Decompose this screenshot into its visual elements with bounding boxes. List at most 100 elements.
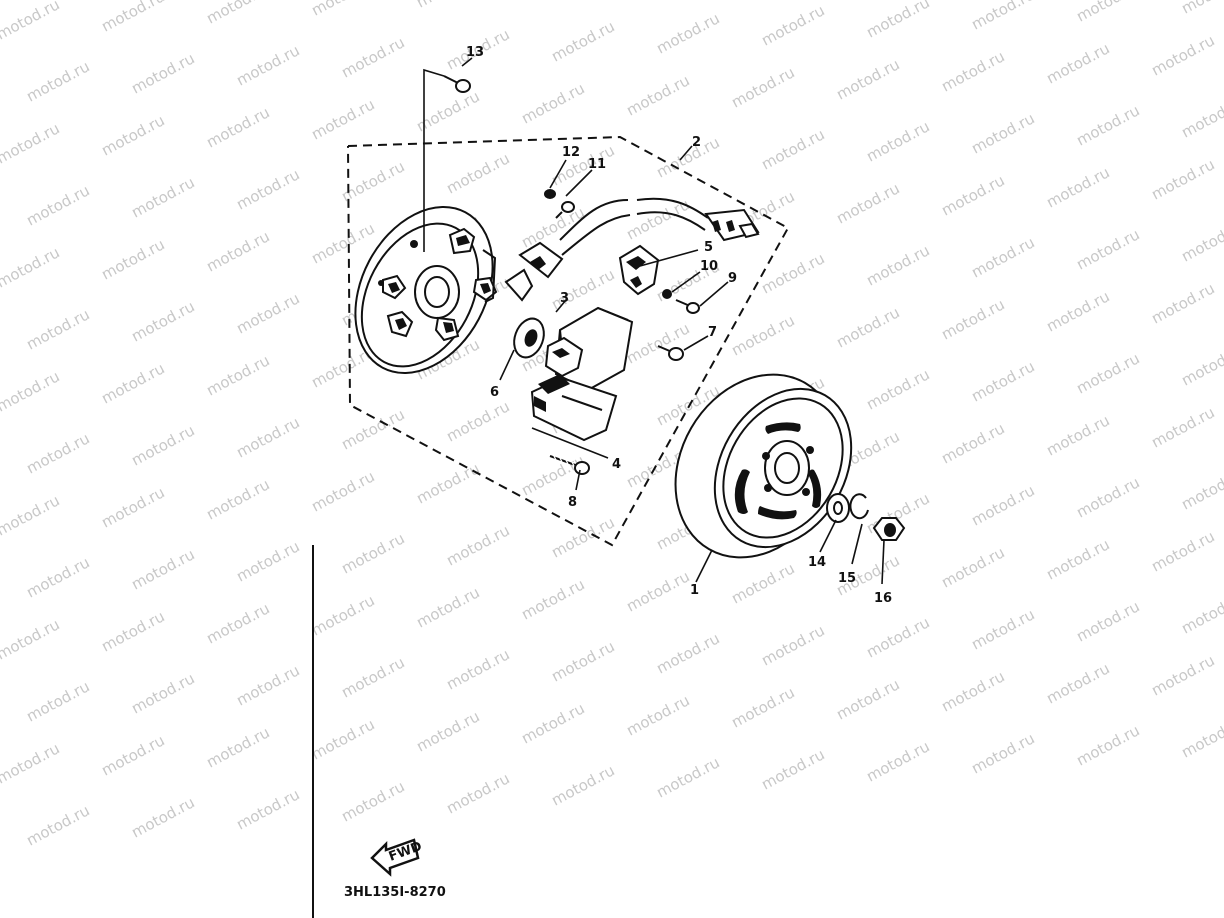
watermark-text: motod.ru xyxy=(233,289,302,337)
watermark-text: motod.ru xyxy=(203,0,272,28)
watermark-text: motod.ru xyxy=(968,605,1037,653)
part-code: 3HL135I-8270 xyxy=(344,885,446,900)
watermark-text: motod.ru xyxy=(98,483,167,531)
part-7-screw xyxy=(657,345,684,361)
watermark-text: motod.ru xyxy=(1073,473,1142,521)
watermark-text: motod.ru xyxy=(1043,287,1112,335)
watermark-text: motod.ru xyxy=(233,661,302,709)
watermark-text: motod.ru xyxy=(863,613,932,661)
watermark-text: motod.ru xyxy=(1043,659,1112,707)
watermark-text: motod.ru xyxy=(308,0,377,20)
watermark-text: motod.ru xyxy=(1148,31,1217,79)
part-13-screw xyxy=(443,75,471,93)
watermark-text: motod.ru xyxy=(23,553,92,601)
watermark-text: motod.ru xyxy=(1043,411,1112,459)
watermark-text: motod.ru xyxy=(938,543,1007,591)
watermark-text: motod.ru xyxy=(968,481,1037,529)
watermark-text: motod.ru xyxy=(338,529,407,577)
watermark-text: motod.ru xyxy=(728,559,797,607)
part-8-screw xyxy=(549,451,590,475)
watermark-text: motod.ru xyxy=(1178,713,1224,761)
label-6: 6 xyxy=(490,385,499,400)
watermark-text: motod.ru xyxy=(863,0,932,42)
part-6-washer xyxy=(513,317,545,359)
fwd-arrow: FWD xyxy=(370,838,424,877)
watermark-text: motod.ru xyxy=(98,111,167,159)
watermark-text: motod.ru xyxy=(1073,101,1142,149)
watermark-text: motod.ru xyxy=(203,475,272,523)
watermark-text: motod.ru xyxy=(968,109,1037,157)
watermark-text: motod.ru xyxy=(338,33,407,81)
watermark-text: motod.ru xyxy=(338,653,407,701)
watermark-text: motod.ru xyxy=(443,149,512,197)
label-4: 4 xyxy=(612,457,621,472)
watermark-text: motod.ru xyxy=(98,607,167,655)
watermark-text: motod.ru xyxy=(728,63,797,111)
watermark-text: motod.ru xyxy=(338,157,407,205)
watermark-text: motod.ru xyxy=(1148,279,1217,327)
label-15: 15 xyxy=(838,571,856,586)
watermark-text: motod.ru xyxy=(1073,349,1142,397)
watermark-text: motod.ru xyxy=(203,103,272,151)
watermark-text: motod.ru xyxy=(23,801,92,849)
watermark-text: motod.ru xyxy=(728,311,797,359)
watermark-text: motod.ru xyxy=(413,707,482,755)
watermark-text: motod.ru xyxy=(863,117,932,165)
watermark-text: motod.ru xyxy=(128,669,197,717)
watermark-text: motod.ru xyxy=(1043,39,1112,87)
watermark-text: motod.ru xyxy=(758,249,827,297)
part-11-screw xyxy=(555,201,575,219)
part-5-clamp xyxy=(618,244,660,296)
part-3-unit xyxy=(544,306,634,392)
watermark-text: motod.ru xyxy=(308,715,377,763)
watermark-text: motod.ru xyxy=(518,699,587,747)
part-10-washer xyxy=(662,289,672,299)
label-1: 1 xyxy=(690,583,699,598)
watermark-text: motod.ru xyxy=(833,179,902,227)
watermark-text: motod.ru xyxy=(233,41,302,89)
watermark-text: motod.ru xyxy=(23,677,92,725)
watermark-text: motod.ru xyxy=(518,451,587,499)
watermark-text: motod.ru xyxy=(653,9,722,57)
watermark-text: motod.ru xyxy=(623,195,692,243)
watermark-text: motod.ru xyxy=(548,761,617,809)
watermark-text: motod.ru xyxy=(518,79,587,127)
watermark-text: motod.ru xyxy=(938,295,1007,343)
watermark-text: motod.ru xyxy=(0,243,63,291)
watermark-text: motod.ru xyxy=(938,419,1007,467)
watermark-text: motod.ru xyxy=(128,173,197,221)
watermark-text: motod.ru xyxy=(1148,155,1217,203)
label-8: 8 xyxy=(568,495,577,510)
watermark-text: motod.ru xyxy=(128,545,197,593)
watermark-text: motod.ru xyxy=(833,55,902,103)
part-12-washer xyxy=(544,189,556,199)
watermark-text: motod.ru xyxy=(443,769,512,817)
stator-plate xyxy=(354,206,498,374)
watermark-text: motod.ru xyxy=(0,739,63,787)
watermark-text: motod.ru xyxy=(1073,0,1142,26)
watermark-text: motod.ru xyxy=(128,49,197,97)
part-16-nut xyxy=(872,517,906,541)
label-14: 14 xyxy=(808,555,826,570)
label-12: 12 xyxy=(562,145,580,160)
watermark-text: motod.ru xyxy=(623,567,692,615)
watermark-text: motod.ru xyxy=(233,785,302,833)
flywheel-rotor xyxy=(674,373,853,559)
wire-harness xyxy=(504,197,760,302)
part-9-screw xyxy=(675,299,700,314)
watermark-text: motod.ru xyxy=(968,729,1037,777)
watermark-text: motod.ru xyxy=(863,365,932,413)
watermark-text: motod.ru xyxy=(1073,721,1142,769)
part-14-washer xyxy=(826,493,850,523)
assembly-boundary xyxy=(347,135,790,547)
watermark-text: motod.ru xyxy=(233,413,302,461)
watermark-text: motod.ru xyxy=(23,181,92,229)
label-3: 3 xyxy=(560,291,569,306)
watermark-text: motod.ru xyxy=(233,165,302,213)
watermark-text: motod.ru xyxy=(548,17,617,65)
label-16: 16 xyxy=(874,591,892,606)
watermark-text: motod.ru xyxy=(548,265,617,313)
watermark-text: motod.ru xyxy=(23,429,92,477)
watermark-text: motod.ru xyxy=(98,0,167,36)
